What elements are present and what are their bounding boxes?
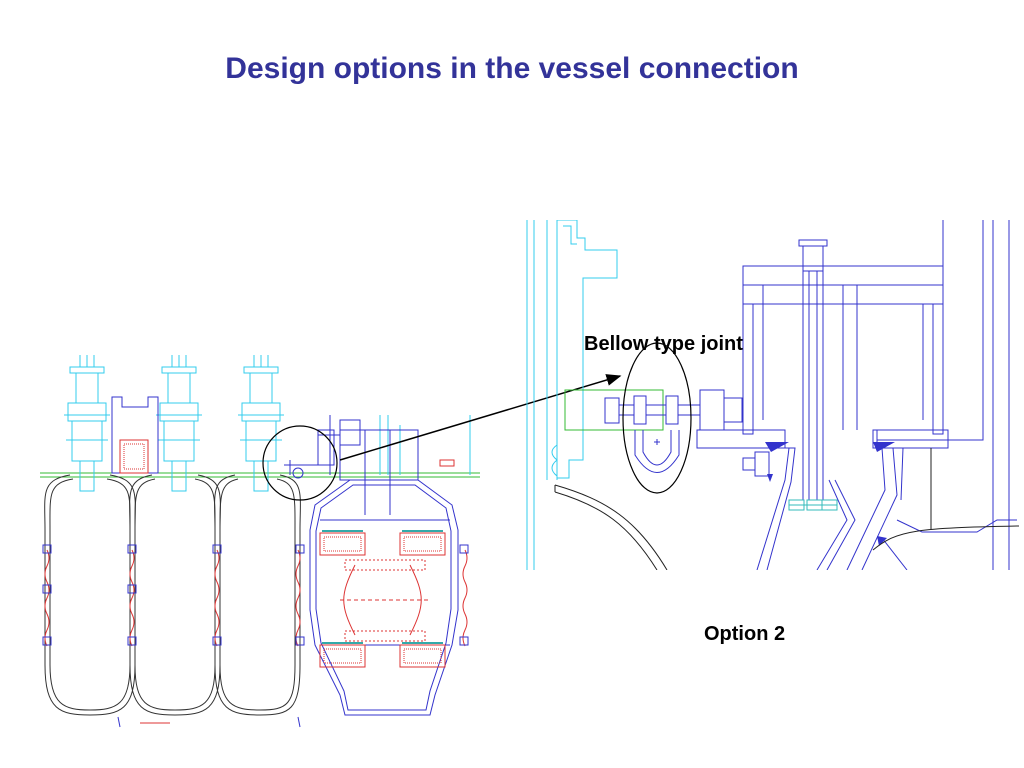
coil-pads — [322, 530, 443, 644]
detail-highlight-circle — [262, 425, 338, 501]
option-label: Option 2 — [704, 623, 786, 645]
bellow-highlight-ellipse — [622, 342, 692, 494]
red-bellows — [44, 549, 468, 647]
green-flange — [564, 389, 664, 431]
bottom-marks — [117, 716, 301, 728]
slide-title: Design options in the vessel connection — [225, 52, 799, 85]
support-frame — [742, 220, 1010, 570]
cavity-wall — [554, 484, 668, 570]
cavity-cells — [44, 474, 301, 716]
tuner-box — [111, 396, 159, 474]
coils — [319, 532, 446, 668]
option-detail-drawing — [526, 220, 1019, 570]
overview-cavity-drawing — [40, 355, 480, 728]
lower-supports — [756, 429, 1017, 570]
bellow-joint-label: Bellow type joint — [584, 333, 743, 355]
flange-marks — [42, 544, 469, 646]
bellow-joint — [604, 389, 786, 477]
weld-marks — [765, 442, 895, 546]
inner-bellows — [340, 459, 455, 642]
shaft-bellow — [788, 499, 838, 511]
coupler-ports — [64, 355, 471, 492]
central-shaft — [798, 239, 828, 500]
center-mark — [654, 439, 660, 445]
cyan-wall — [526, 220, 629, 570]
vessel-curve — [872, 525, 1019, 551]
